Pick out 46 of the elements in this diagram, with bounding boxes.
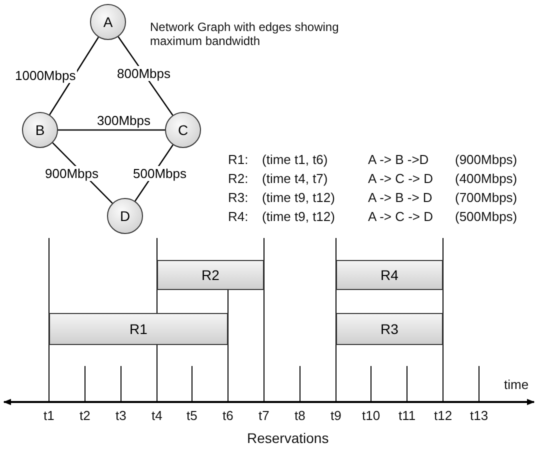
graph-caption: Network Graph with edges showing maximum bandwidth [150, 20, 340, 48]
reservation-bar: R2 [157, 260, 264, 290]
tick-label: t13 [470, 408, 488, 423]
reservation-bar: R3 [336, 313, 443, 345]
chart-title: Reservations [247, 430, 329, 446]
table-cell: R2: [228, 171, 248, 186]
tick-label: t9 [330, 408, 342, 423]
table-cell: (900Mbps) [455, 152, 518, 167]
table-cell: A -> B ->D [368, 152, 429, 167]
reservation-bar: R1 [49, 313, 228, 345]
table-cell: A -> C -> D [368, 171, 434, 186]
tick-label: t3 [116, 408, 126, 423]
edge-label: 500Mbps [132, 166, 188, 181]
tick-label: t11 [398, 408, 416, 423]
table-cell: (500Mbps) [455, 209, 518, 224]
table-cell: (time t1, t6) [262, 152, 328, 167]
tick-label: t4 [152, 408, 162, 423]
table-cell: A -> C -> D [368, 209, 434, 224]
edge-label: 300Mbps [96, 113, 152, 128]
table-cell: (700Mbps) [455, 190, 518, 205]
table-cell: R4: [228, 209, 248, 224]
table-cell: R1: [228, 152, 248, 167]
tick-label: t6 [222, 408, 234, 423]
table-cell: (time t9, t12) [262, 209, 335, 224]
edge-label: 800Mbps [116, 66, 172, 81]
tick-label: t5 [186, 408, 198, 423]
connector-line [58, 129, 165, 131]
graph-node: B [22, 112, 58, 148]
axis-title: time [504, 377, 529, 392]
tick-label: t10 [362, 408, 380, 423]
tick-label: t7 [258, 408, 270, 423]
graph-node: A [90, 4, 126, 40]
table-cell: (400Mbps) [455, 171, 518, 186]
table-cell: R3: [228, 190, 248, 205]
graph-node: D [107, 198, 143, 234]
edge-label: 900Mbps [44, 166, 100, 181]
tick-label: t8 [294, 408, 306, 423]
table-cell: (time t9, t12) [262, 190, 335, 205]
graph-node: C [165, 112, 201, 148]
tick-label: t1 [44, 408, 54, 423]
table-cell: (time t4, t7) [262, 171, 328, 186]
table-cell: A -> B -> D [368, 190, 432, 205]
tick-label: t12 [434, 408, 452, 423]
edge-label: 1000Mbps [14, 68, 77, 83]
reservation-bar: R4 [336, 260, 443, 290]
tick-label: t2 [80, 408, 90, 423]
